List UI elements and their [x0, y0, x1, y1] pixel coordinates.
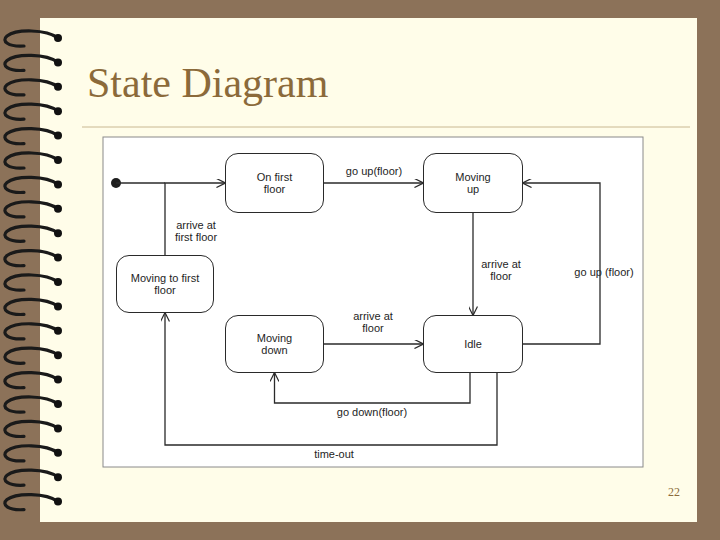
spiral-ring	[5, 495, 62, 510]
spiral-ring	[5, 470, 62, 485]
transition-label: go up(floor)	[329, 165, 419, 177]
transition-label: arrive at first floor	[170, 219, 222, 243]
state-box: Moving to first floor	[116, 255, 214, 313]
title-rule	[82, 127, 690, 128]
spiral-ring	[5, 129, 62, 144]
transition-arrow	[165, 313, 497, 445]
spiral-ring	[5, 324, 62, 339]
spiral-ring	[5, 31, 62, 46]
spiral-ring	[5, 421, 62, 436]
transition-label: arrive at floor	[476, 258, 526, 282]
state-name: On first floor	[247, 171, 303, 195]
transition-arrow	[472, 213, 473, 315]
state-box: Idle	[423, 315, 523, 373]
page-number: 22	[640, 485, 680, 499]
spiral-ring	[5, 104, 62, 119]
spiral-ring	[5, 55, 62, 70]
spiral-ring	[5, 373, 62, 388]
spiral-ring	[5, 202, 62, 217]
transition-arrow	[324, 182, 423, 183]
transition-label: go down(floor)	[327, 406, 417, 418]
notebook-page	[40, 18, 697, 522]
spiral-ring	[5, 446, 62, 461]
state-box: Moving down	[225, 315, 324, 373]
spiral-ring	[5, 251, 62, 266]
transition-arrow	[165, 183, 225, 255]
figure-frame	[103, 137, 643, 467]
initial-transition-line	[116, 182, 165, 183]
spiral-ring	[5, 299, 62, 314]
transition-arrow	[523, 183, 600, 344]
state-name: Idle	[443, 338, 503, 350]
spiral-ring	[5, 275, 62, 290]
spiral-ring	[5, 80, 62, 95]
transition-arrow	[324, 343, 423, 344]
transition-label: time-out	[304, 448, 364, 460]
spiral-ring	[5, 177, 62, 192]
state-name: Moving down	[252, 332, 297, 356]
spiral-ring	[5, 397, 62, 412]
spiral-ring	[5, 226, 62, 241]
transition-label: arrive at floor	[353, 310, 393, 334]
state-name: Moving to first floor	[123, 272, 207, 296]
transition-label: go up (floor)	[569, 266, 639, 278]
transition-arrow	[275, 373, 471, 403]
state-box: On first floor	[225, 153, 324, 213]
spiral-ring	[5, 153, 62, 168]
slide-title: State Diagram	[87, 62, 328, 104]
state-box: Moving up	[423, 153, 523, 213]
spiral-ring	[5, 348, 62, 363]
state-name: Moving up	[451, 171, 496, 195]
